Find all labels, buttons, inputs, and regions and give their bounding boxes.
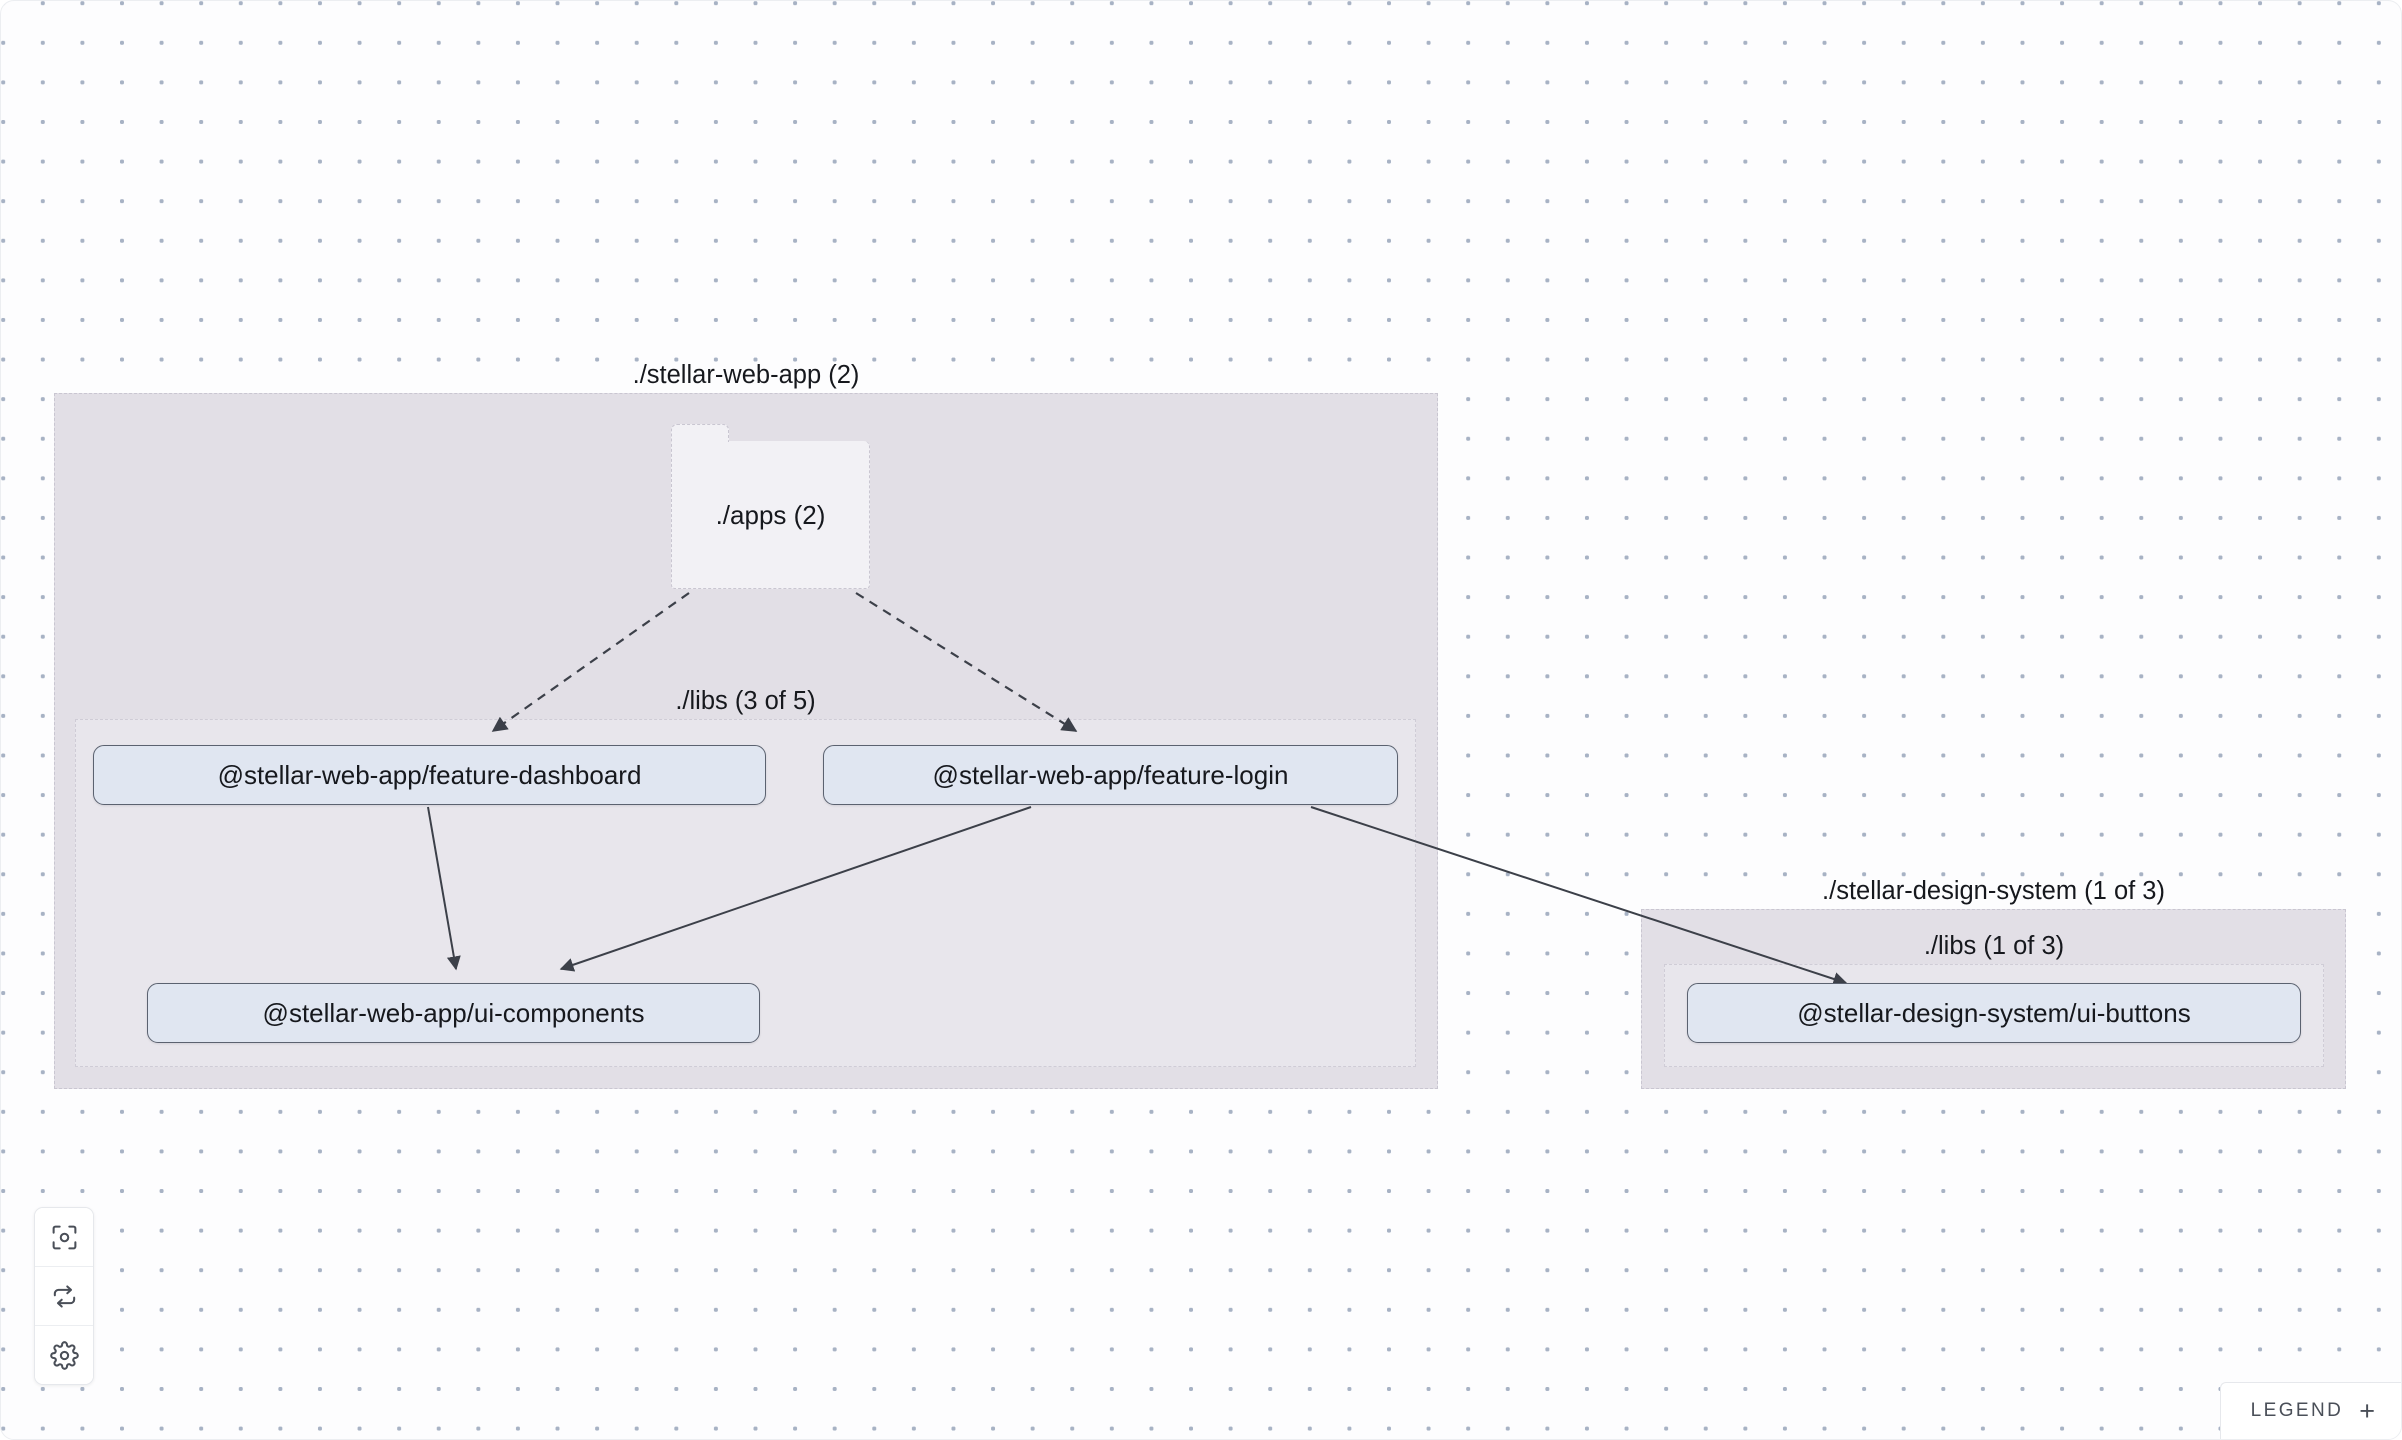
folder-tab-icon [671, 424, 729, 442]
group-label-stellar-design-system: ./stellar-design-system (1 of 3) [1822, 877, 2165, 905]
legend-label: LEGEND [2250, 1400, 2344, 1421]
project-node-label: @stellar-design-system/ui-buttons [1797, 998, 2191, 1028]
project-node-label: @stellar-web-app/feature-dashboard [217, 760, 642, 790]
gear-icon [49, 1340, 79, 1370]
project-node-label: @stellar-web-app/ui-components [262, 998, 645, 1028]
group-label-stellar-design-system-libs: ./libs (1 of 3) [1923, 932, 2065, 960]
folder-tab-joint [672, 439, 728, 443]
refresh-graph-button[interactable] [35, 1267, 93, 1326]
group-label-stellar-web-app: ./stellar-web-app (2) [632, 361, 860, 389]
legend-toggle[interactable]: LEGEND + [2219, 1382, 2401, 1439]
settings-button[interactable] [35, 1326, 93, 1384]
project-node-label: @stellar-web-app/feature-login [932, 760, 1289, 790]
project-node-ui-components[interactable]: @stellar-web-app/ui-components [147, 983, 760, 1043]
folder-node-label: ./apps (2) [715, 499, 826, 530]
refresh-icon [50, 1282, 79, 1311]
canvas-controls[interactable] [34, 1207, 94, 1385]
group-label-stellar-web-app-libs: ./libs (3 of 5) [675, 687, 816, 715]
focus-target-icon [50, 1223, 79, 1252]
plus-icon: + [2359, 1395, 2375, 1426]
folder-node-apps[interactable]: ./apps (2) [671, 424, 870, 589]
focus-graph-button[interactable] [35, 1208, 93, 1267]
project-node-feature-login[interactable]: @stellar-web-app/feature-login [823, 745, 1398, 805]
project-node-ui-buttons[interactable]: @stellar-design-system/ui-buttons [1687, 983, 2301, 1043]
project-node-feature-dashboard[interactable]: @stellar-web-app/feature-dashboard [93, 745, 766, 805]
